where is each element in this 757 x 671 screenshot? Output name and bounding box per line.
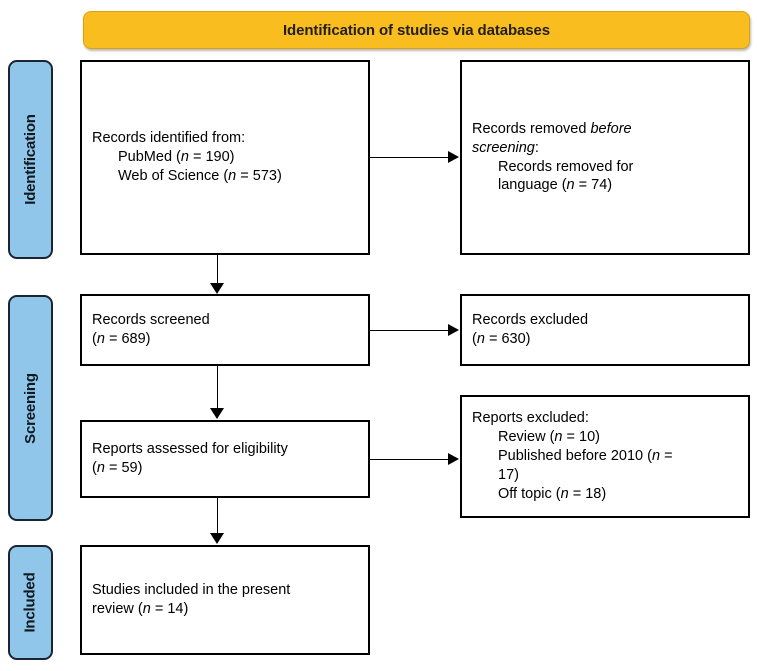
records-removed-language-label: language ( xyxy=(498,177,567,194)
records-removed-language-line1: Records removed for xyxy=(498,158,634,175)
studies-included-n: n xyxy=(142,601,151,617)
stage-tab-identification-label: Identification xyxy=(22,114,40,205)
reports-assessed-n: n xyxy=(96,460,105,476)
connector-identified-to-screened-arrow-icon xyxy=(210,283,224,294)
records-identified-wos-label: Web of Science ( xyxy=(118,167,229,184)
connector-eligibility-to-reports-excluded-line xyxy=(370,459,449,460)
reports-excluded-offtopic-n: n xyxy=(560,485,569,502)
records-screened-label: Records screened xyxy=(92,312,210,329)
records-identified-wos-value: = 573) xyxy=(236,167,282,184)
records-removed-colon: : xyxy=(534,139,539,156)
reports-excluded-review-label: Review ( xyxy=(498,429,555,446)
box-studies-included: Studies included in the present review (… xyxy=(80,545,370,655)
records-excluded-value: = 630) xyxy=(484,331,531,347)
box-records-screened: Records screened (n = 689) xyxy=(80,294,370,366)
connector-screened-to-excluded-arrow-icon xyxy=(448,324,459,336)
records-screened-n: n xyxy=(96,331,105,347)
box-records-excluded-text: Records excluded (n = 630) xyxy=(462,311,748,349)
reports-excluded-published-value: 17) xyxy=(498,466,519,483)
records-identified-line1: Records identified from: xyxy=(92,130,246,147)
records-identified-wos-n: n xyxy=(228,167,237,184)
records-identified-pubmed-n: n xyxy=(180,149,189,166)
records-excluded-label: Records excluded xyxy=(472,312,589,329)
records-removed-before-em: before xyxy=(590,120,632,137)
records-excluded-paren-open: ( xyxy=(472,331,477,347)
reports-excluded-label: Reports excluded: xyxy=(472,410,589,427)
header-banner-title: Identification of studies via databases xyxy=(282,21,550,39)
reports-excluded-review-value: = 10) xyxy=(562,429,600,446)
connector-eligibility-to-included-line xyxy=(217,498,218,534)
box-studies-included-text: Studies included in the present review (… xyxy=(82,581,368,619)
stage-tab-identification: Identification xyxy=(8,60,53,259)
box-records-excluded: Records excluded (n = 630) xyxy=(460,294,750,366)
connector-identified-to-removed-line xyxy=(370,157,449,158)
studies-included-line1: Studies included in the present xyxy=(92,582,291,599)
header-banner: Identification of studies via databases xyxy=(83,11,750,49)
stage-tab-included: Included xyxy=(8,545,53,660)
reports-assessed-value: = 59) xyxy=(104,460,143,476)
records-identified-pubmed-label: PubMed ( xyxy=(118,149,181,166)
box-reports-assessed-text: Reports assessed for eligibility (n = 59… xyxy=(82,440,368,478)
connector-identified-to-screened-line xyxy=(217,255,218,284)
box-records-removed-before-screening: Records removed before screening: Record… xyxy=(460,60,750,255)
connector-eligibility-to-reports-excluded-arrow-icon xyxy=(448,453,459,465)
connector-eligibility-to-included-arrow-icon xyxy=(210,533,224,544)
box-reports-excluded-text: Reports excluded: Review (n = 10) Publis… xyxy=(462,409,748,503)
connector-screened-to-eligibility-arrow-icon xyxy=(210,408,224,419)
box-reports-assessed-eligibility: Reports assessed for eligibility (n = 59… xyxy=(80,420,370,498)
reports-excluded-review-n: n xyxy=(554,429,563,446)
records-removed-line1: Records removed xyxy=(472,120,591,137)
stage-tab-screening: Screening xyxy=(8,295,53,521)
records-identified-pubmed-value: = 190) xyxy=(188,149,235,166)
reports-excluded-offtopic-label: Off topic ( xyxy=(498,485,561,502)
box-records-screened-text: Records screened (n = 689) xyxy=(82,311,368,349)
box-records-identified-text: Records identified from: PubMed (n = 190… xyxy=(82,129,368,186)
records-screened-paren-open: ( xyxy=(92,331,97,347)
reports-assessed-label: Reports assessed for eligibility xyxy=(92,441,288,458)
reports-assessed-paren-open: ( xyxy=(92,460,97,476)
records-excluded-n: n xyxy=(476,331,485,347)
records-removed-language-value: = 74) xyxy=(574,177,613,194)
stage-tab-screening-label: Screening xyxy=(22,372,40,444)
records-removed-language-n: n xyxy=(566,177,575,194)
box-reports-excluded: Reports excluded: Review (n = 10) Publis… xyxy=(460,395,750,518)
records-removed-screening-em: screening xyxy=(472,139,535,156)
records-screened-value: = 689) xyxy=(104,331,151,347)
connector-identified-to-removed-arrow-icon xyxy=(448,151,459,163)
reports-excluded-published-n: n xyxy=(651,448,661,465)
stage-tab-included-label: Included xyxy=(22,572,40,633)
studies-included-value: = 14) xyxy=(150,601,189,617)
connector-screened-to-eligibility-line xyxy=(217,366,218,409)
box-records-removed-text: Records removed before screening: Record… xyxy=(462,120,748,195)
connector-screened-to-excluded-line xyxy=(370,330,449,331)
box-records-identified: Records identified from: PubMed (n = 190… xyxy=(80,60,370,255)
reports-excluded-published-label: Published before 2010 ( xyxy=(498,448,652,465)
reports-excluded-published-eq: = xyxy=(660,448,673,465)
studies-included-review-label: review ( xyxy=(92,601,143,617)
reports-excluded-offtopic-value: = 18) xyxy=(568,485,607,502)
